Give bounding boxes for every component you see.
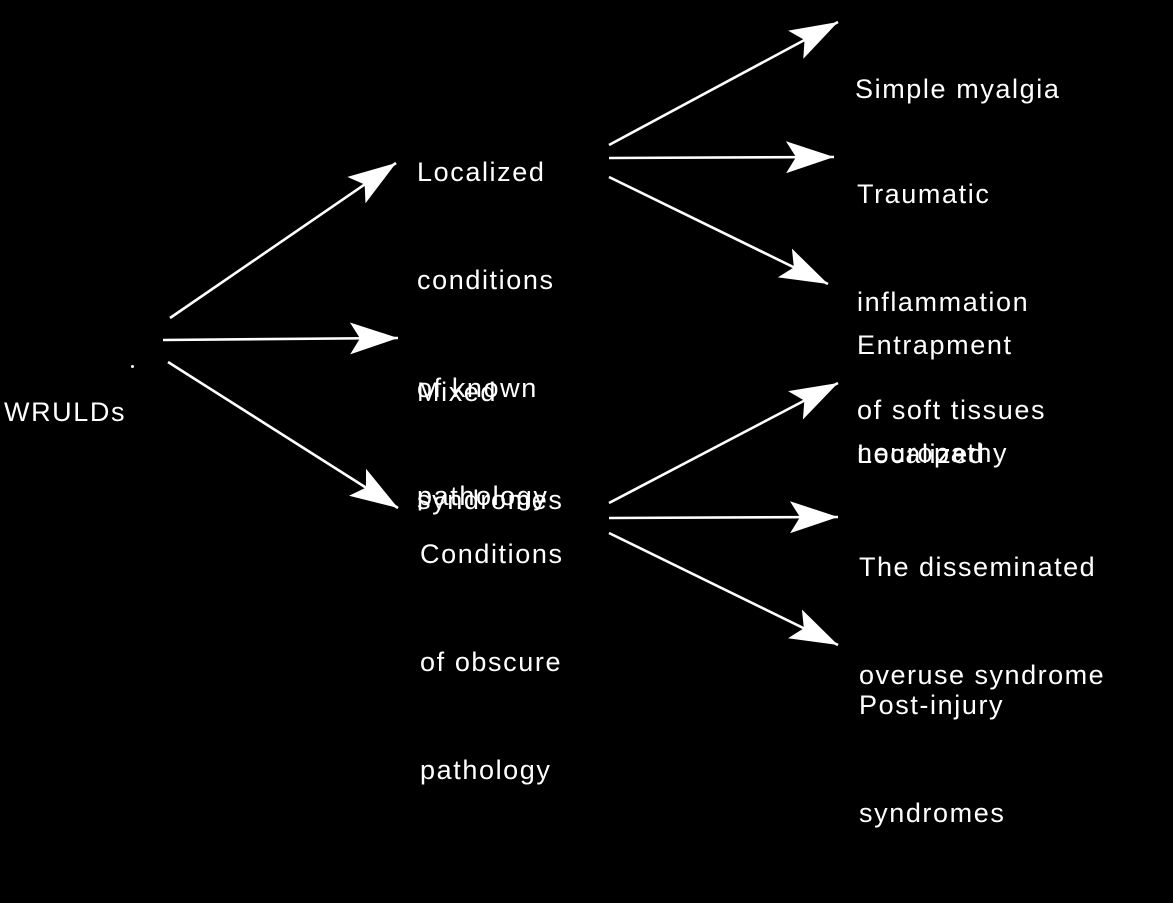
arrow-wrulds-to-mixed	[162, 322, 399, 355]
node-traumatic-inflammation: Traumatic inflammation of soft tissues	[857, 104, 1046, 500]
node-wrulds: WRULDs	[4, 322, 126, 502]
node-post-injury-line-2: syndromes	[859, 798, 1006, 828]
arrow-known-to-traumatic	[608, 141, 835, 174]
node-traumatic-line-3: of soft tissues	[857, 395, 1047, 425]
stray-dot	[131, 365, 134, 368]
node-known-line-1: Localized	[417, 157, 546, 187]
node-obscure-line-2: of obscure	[420, 647, 563, 677]
node-post-injury-line-1: Post-injury	[859, 690, 1005, 720]
node-simple-myalgia-line-1: Simple myalgia	[855, 74, 1061, 104]
node-obscure-line-1: Conditions	[420, 539, 564, 569]
node-entrapment-line-2: neuropathy	[857, 438, 1009, 468]
arrow-obscure-to-localized	[608, 381, 839, 505]
node-traumatic-line-1: Traumatic	[857, 179, 991, 209]
wrulds-diagram: WRULDs Localized conditions of known pat…	[4, 0, 1104, 828]
arrow-known-to-entrapment	[608, 175, 829, 286]
node-disseminated-line-1: The disseminated	[859, 552, 1097, 582]
node-mixed-syndromes: Mixed syndromes	[417, 302, 563, 590]
node-conditions-obscure-pathology: Conditions of obscure pathology	[420, 464, 564, 860]
node-known-line-2: conditions	[417, 265, 555, 295]
node-mixed-line-1: Mixed	[417, 377, 498, 407]
arrow-layer	[162, 20, 839, 647]
arrow-obscure-to-disseminated	[608, 501, 839, 534]
node-localized-conditions-known-pathology: Localized conditions of known pathology	[417, 82, 555, 586]
arrow-wrulds-to-obscure	[167, 360, 399, 510]
node-known-line-3: of known	[417, 373, 538, 403]
node-post-injury-syndromes: Post-injury syndromes	[859, 615, 1005, 903]
arrow-known-to-simple-myalgia	[608, 20, 839, 147]
node-entrapment-neuropathy: Entrapment neuropathy	[857, 255, 1013, 543]
node-mixed-line-2: syndromes	[417, 485, 564, 515]
node-wrulds-line-1: WRULDs	[4, 397, 127, 427]
node-localized-line-1: Localized	[857, 439, 986, 469]
node-disseminated-overuse-syndrome: The disseminated overuse syndrome	[859, 477, 1105, 765]
node-obscure-line-3: pathology	[420, 755, 552, 785]
node-known-line-4: pathology	[417, 481, 549, 511]
node-localized: Localized	[857, 364, 985, 544]
arrow-obscure-to-post-injury	[608, 531, 839, 647]
node-entrapment-line-1: Entrapment	[857, 330, 1013, 360]
arrow-wrulds-to-localized-known	[169, 161, 397, 320]
node-simple-myalgia: Simple myalgia	[855, 0, 1060, 179]
node-traumatic-line-2: inflammation	[857, 287, 1030, 317]
